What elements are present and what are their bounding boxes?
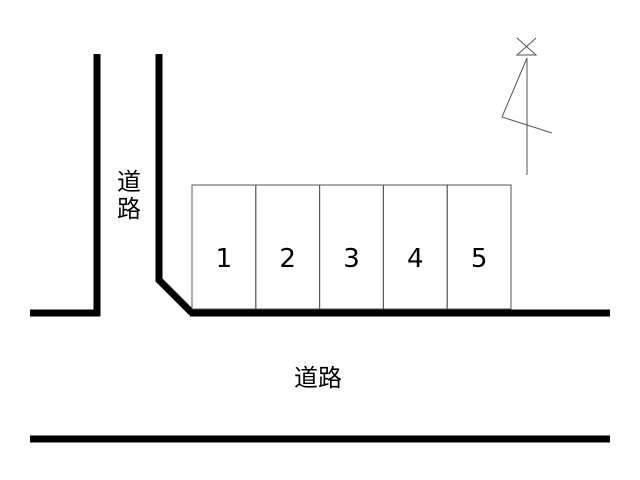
bottom-road-label: 道路 bbox=[294, 364, 342, 392]
parking-slot-number: 1 bbox=[216, 244, 233, 274]
parking-slot-number: 4 bbox=[407, 244, 424, 274]
parking-slot-number: 5 bbox=[471, 244, 488, 274]
north-letter bbox=[515, 37, 538, 56]
parking-slot bbox=[446, 184, 512, 310]
north-arrow-icon bbox=[501, 37, 553, 175]
parking-lot: 1 2 3 4 5 bbox=[191, 184, 512, 310]
left-road-label-bottom: 路 bbox=[117, 195, 141, 223]
parking-slot-number: 3 bbox=[343, 244, 360, 274]
left-road-east-edge bbox=[155, 54, 195, 316]
parking-slot-number: 2 bbox=[279, 244, 296, 274]
left-road-label-top: 道 bbox=[117, 168, 141, 196]
north-arrow-head bbox=[501, 57, 553, 134]
